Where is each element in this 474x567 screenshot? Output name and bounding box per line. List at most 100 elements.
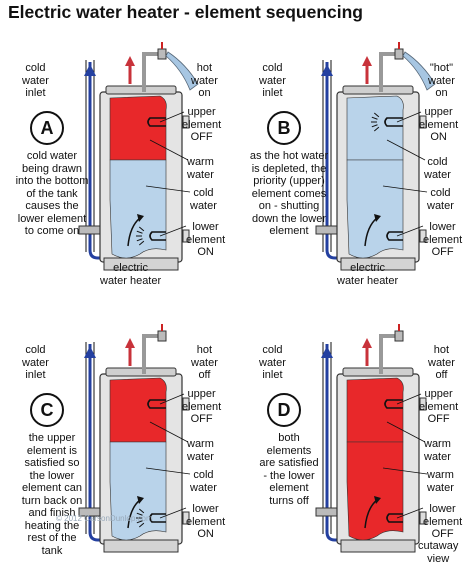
leader-line	[396, 111, 422, 123]
lower-element-coil	[386, 513, 403, 523]
dip-tube-arrow	[374, 214, 381, 222]
dip-tube-arrow	[374, 496, 381, 504]
leader-line	[382, 467, 428, 475]
cold-flow-arrow	[321, 64, 333, 76]
heat-ray	[136, 512, 143, 516]
lower-element-coil	[149, 231, 166, 241]
hot-flow-arrow	[125, 56, 135, 66]
water-spray-icon	[165, 51, 199, 91]
tank-top-cap	[105, 367, 177, 377]
lower-element-heat-rays	[136, 508, 145, 528]
dip-tube-arrow	[137, 496, 144, 504]
leader-line	[386, 421, 426, 443]
upper-water-zone	[109, 95, 167, 161]
diagram-title: Electric water heater - element sequenci…	[8, 2, 363, 22]
upper-element-heat-rays	[371, 112, 380, 132]
water-heater-panel-C	[78, 324, 191, 553]
heat-ray	[136, 238, 143, 242]
panel-letter-badge: C	[30, 393, 64, 427]
lower-water-zone	[346, 441, 404, 541]
upper-element-coil	[147, 399, 166, 409]
heat-ray	[138, 522, 145, 528]
faucet-icon	[157, 48, 167, 60]
tank-base	[340, 257, 416, 271]
heat-ray	[371, 124, 378, 128]
heat-ray	[138, 508, 145, 514]
cold-flow-arrow	[84, 346, 96, 358]
hot-flow-arrow	[125, 338, 135, 348]
heat-ray	[138, 226, 145, 232]
water-heater-panel-B	[315, 42, 436, 271]
cutaway-view-label: cutaway view	[418, 540, 459, 565]
lower-thermostat	[419, 511, 427, 525]
leader-line	[145, 185, 191, 193]
upper-water-zone	[346, 377, 404, 443]
cold-inlet-pipe	[325, 62, 341, 260]
hot-outlet-pipe	[142, 52, 160, 92]
lower-water-zone	[109, 441, 167, 541]
upper-thermostat	[419, 397, 427, 411]
shutoff-valve-icon	[315, 507, 339, 517]
panel-letter-badge: B	[267, 111, 301, 145]
upper-element-coil	[384, 399, 403, 409]
tank-base	[103, 257, 179, 271]
upper-element-coil	[147, 117, 166, 127]
tank-top-cap	[105, 85, 177, 95]
faucet-icon	[157, 330, 167, 342]
upper-water-zone	[109, 377, 167, 443]
tank-top-cap	[342, 85, 414, 95]
lower-element-coil	[386, 231, 403, 241]
heat-ray	[136, 230, 143, 234]
leader-line	[145, 467, 191, 475]
faucet-icon	[394, 330, 404, 342]
lower-thermostat	[182, 229, 190, 243]
tank-top-cap	[342, 367, 414, 377]
lower-water-zone	[346, 159, 404, 259]
lower-water-zone	[109, 159, 167, 259]
lower-thermostat	[419, 229, 427, 243]
cold-flow-arrow	[84, 64, 96, 76]
heat-ray	[136, 520, 143, 524]
leader-line	[396, 507, 424, 519]
panel-letter-badge: D	[267, 393, 301, 427]
cold-inlet-pipe	[88, 62, 104, 260]
upper-thermostat	[182, 397, 190, 411]
leader-line	[396, 225, 424, 237]
upper-thermostat	[182, 115, 190, 129]
panel-letter-badge: A	[30, 111, 64, 145]
leader-line	[396, 393, 422, 405]
leader-line	[382, 185, 428, 193]
leader-line	[149, 421, 189, 443]
leader-line	[159, 393, 185, 405]
heat-ray	[138, 240, 145, 246]
tank-base	[103, 539, 179, 553]
water-heater-panel-D	[315, 324, 428, 553]
faucet-icon	[394, 48, 404, 60]
leader-line	[159, 111, 185, 123]
hot-flow-arrow	[362, 56, 372, 66]
